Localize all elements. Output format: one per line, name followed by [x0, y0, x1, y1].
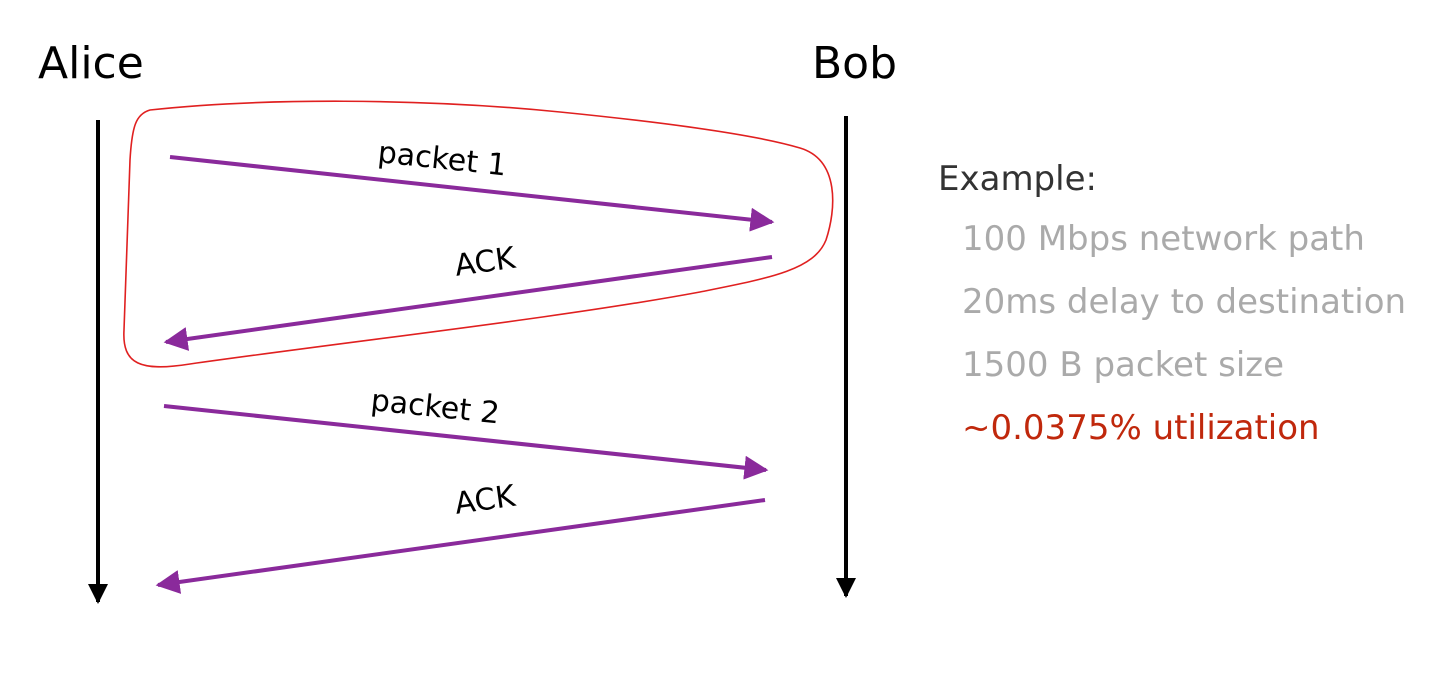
ack-2-label: ACK [452, 478, 518, 522]
example-utilization-result: ~0.0375% utilization [962, 408, 1320, 448]
example-title: Example: [938, 159, 1097, 199]
example-bandwidth: 100 Mbps network path [962, 219, 1365, 259]
example-delay: 20ms delay to destination [962, 282, 1407, 322]
example-packet-size: 1500 B packet size [962, 345, 1285, 385]
example-panel: Example: 100 Mbps network path 20ms dela… [938, 156, 1428, 468]
packet-1-arrow [169, 155, 775, 232]
ack-1-label: ACK [452, 240, 518, 284]
ack-1-arrow [163, 255, 773, 351]
round-trip-highlight [123, 100, 834, 368]
alice-label: Alice [38, 38, 144, 89]
packet-2-arrow [163, 404, 769, 480]
ack-2-arrow [155, 498, 766, 594]
bob-label: Bob [812, 38, 898, 89]
